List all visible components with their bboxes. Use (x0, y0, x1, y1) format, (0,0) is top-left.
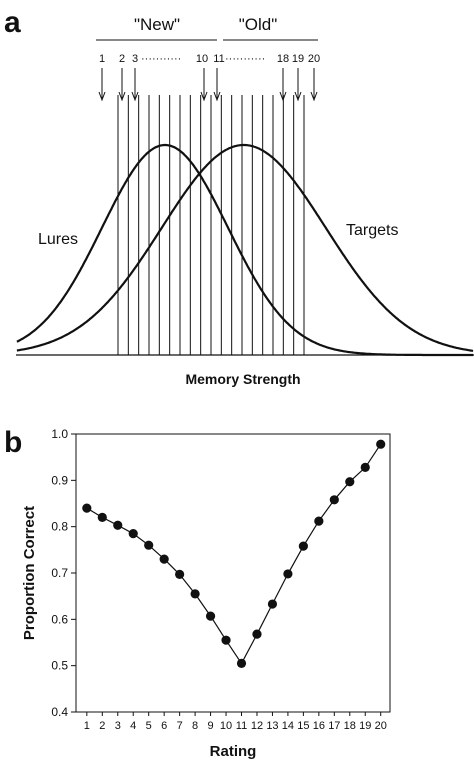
x-tick-label: 11 (236, 720, 247, 732)
data-point (376, 439, 386, 449)
x-tick-label: 19 (359, 720, 371, 732)
data-point (175, 569, 185, 579)
data-point (298, 541, 308, 551)
criterion-label-10: 10 (196, 53, 208, 65)
data-point (314, 516, 324, 526)
x-tick-label: 12 (251, 720, 263, 732)
data-point (97, 512, 107, 523)
y-axis-label: Proportion Correct (21, 506, 38, 640)
criterion-labels: 1 2 3 ··········· 10 11 ··········· 18 1… (99, 53, 320, 65)
data-point (345, 477, 355, 487)
data-point (144, 540, 154, 550)
y-tick-label: 1.0 (51, 427, 68, 441)
panel-a: a "New" "Old" 1 2 3 ··········· 10 11 ··… (4, 6, 474, 387)
y-tick-label: 0.4 (51, 705, 68, 719)
y-axis-ticks: 0.4 0.5 0.6 0.7 0.8 0.9 1.0 (51, 427, 76, 719)
criterion-arrow (118, 68, 126, 102)
y-tick-label: 0.5 (51, 659, 68, 673)
criterion-arrow (98, 68, 106, 102)
data-point (128, 529, 138, 539)
accuracy-points (82, 439, 386, 668)
targets-label: Targets (346, 222, 398, 239)
memory-strength-label: Memory Strength (185, 371, 300, 387)
criterion-label-19: 19 (292, 53, 304, 65)
data-point (221, 635, 231, 645)
targets-curve (16, 143, 474, 352)
data-point (267, 599, 278, 609)
x-axis-label: Rating (210, 743, 257, 760)
criterion-label-18: 18 (277, 53, 289, 65)
x-tick-label: 6 (161, 720, 167, 732)
y-tick-label: 0.9 (51, 473, 68, 487)
criterion-label-1: 1 (99, 53, 105, 65)
x-tick-label: 18 (344, 720, 356, 732)
criterion-arrow (131, 68, 139, 102)
accuracy-line (86, 443, 382, 665)
x-tick-label: 16 (313, 720, 325, 732)
criterion-label-3: 3 (132, 53, 138, 65)
x-tick-label: 3 (115, 720, 121, 732)
data-point (113, 520, 123, 530)
x-tick-label: 4 (130, 720, 136, 732)
criterion-arrow (294, 68, 302, 102)
data-point (252, 629, 262, 639)
criterion-arrows (98, 68, 318, 102)
x-tick-label: 15 (297, 720, 309, 732)
panel-b-label: b (4, 426, 22, 459)
y-tick-label: 0.6 (51, 612, 68, 626)
data-point (360, 462, 370, 472)
x-tick-label: 10 (220, 720, 232, 732)
data-point (190, 589, 200, 599)
x-tick-label: 7 (177, 720, 183, 732)
criterion-lines (117, 95, 305, 355)
lures-label: Lures (38, 231, 78, 248)
x-tick-label: 5 (146, 720, 152, 732)
criterion-arrow (200, 68, 208, 102)
x-tick-label: 17 (328, 720, 340, 732)
criterion-label-20: 20 (308, 53, 320, 65)
x-tick-label: 13 (266, 720, 278, 732)
criterion-arrow (213, 68, 221, 102)
x-tick-label: 14 (282, 720, 294, 732)
x-tick-label: 1 (84, 720, 90, 732)
data-point (283, 569, 293, 579)
plot-frame (75, 433, 391, 713)
panel-a-label: a (4, 6, 21, 39)
y-tick-label: 0.8 (51, 520, 68, 534)
criterion-label-2: 2 (119, 53, 125, 65)
data-point (82, 503, 92, 513)
criterion-label-11: 11 (213, 53, 224, 65)
criterion-dots-new: ··········· (141, 53, 181, 65)
data-point (159, 554, 169, 564)
x-tick-label: 20 (375, 720, 387, 732)
x-tick-label: 9 (208, 720, 214, 732)
lures-curve (16, 143, 474, 357)
x-tick-label: 8 (192, 720, 198, 732)
data-point (205, 611, 216, 621)
group-old-label: "Old" (239, 15, 278, 34)
y-tick-label: 0.7 (51, 566, 68, 580)
criterion-arrow (310, 68, 318, 102)
x-tick-label: 2 (99, 720, 105, 732)
criterion-dots-old: ··········· (225, 53, 265, 65)
data-point (329, 495, 339, 505)
data-point (236, 658, 247, 668)
group-new-label: "New" (134, 15, 180, 34)
